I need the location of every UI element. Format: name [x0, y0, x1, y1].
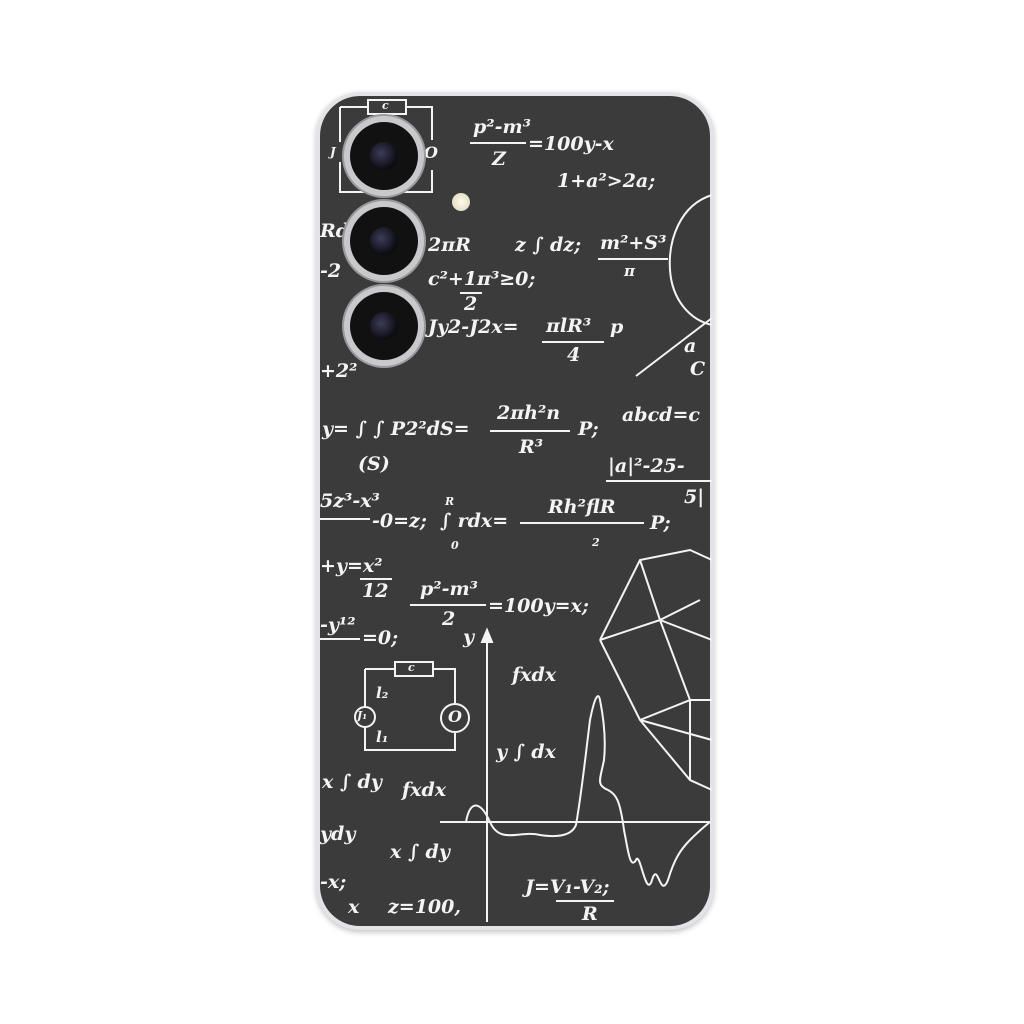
formula-text: y — [463, 626, 475, 648]
formula-text: 2 — [442, 608, 456, 630]
camera-lens-1 — [344, 116, 424, 196]
formula-text: +y=x² — [320, 555, 383, 577]
formula-text: 4 — [567, 344, 581, 366]
formula-text: x — [348, 896, 360, 918]
waveform-curve — [465, 695, 711, 887]
formula-text: 0 — [451, 539, 459, 552]
formula-text: Jy2-J2x= — [428, 316, 519, 338]
polyhedron-drawing — [599, 548, 713, 791]
fraction-bar — [460, 292, 482, 294]
circuit-label: J — [330, 145, 336, 159]
y-axis-arrow — [480, 627, 494, 643]
formula-text: P; — [650, 512, 671, 534]
formula-text: 1+a²>2a; — [557, 170, 656, 192]
formula-text: πlR³ — [546, 315, 592, 337]
formula-text: z ∫ dz; — [515, 234, 582, 256]
formula-text: -x; — [320, 871, 347, 893]
circuit-label: c — [382, 99, 389, 112]
circuit-diagram-top — [339, 99, 433, 193]
formula-text: 2 — [592, 536, 600, 549]
formula-text: R — [582, 903, 598, 925]
formula-text: fxdx — [512, 664, 557, 686]
camera-lens-2 — [344, 201, 424, 281]
formula-text: fxdx — [402, 779, 447, 801]
fraction-bar — [556, 900, 614, 902]
formula-text: π — [624, 262, 635, 280]
formula-text: =100y=x; — [488, 595, 589, 617]
formula-text: +2² — [320, 360, 358, 382]
circuit-label: c — [408, 661, 415, 674]
formula-text: ∫ rdx= — [440, 510, 509, 532]
circuit-label: l₁ — [376, 728, 389, 746]
formula-text: 2πh²n — [497, 402, 561, 424]
circuit-label: O — [448, 707, 462, 726]
fraction-bar — [520, 522, 644, 524]
formula-text: 5z³-x³ — [320, 490, 380, 512]
camera-lens-3 — [344, 286, 424, 366]
circuit-diagram — [354, 661, 470, 751]
circuit-label: l₂ — [376, 684, 389, 702]
formula-text: Rh²flR — [548, 496, 616, 518]
fraction-bar — [542, 341, 604, 343]
fraction-bar — [320, 638, 360, 640]
formula-text: Rd — [320, 220, 350, 242]
formula-text: ydy — [320, 823, 356, 845]
formula-text: 5| — [684, 486, 705, 508]
formula-text: z=100, — [388, 896, 461, 918]
fraction-bar — [360, 578, 392, 580]
formula-text: p²-m³ — [420, 578, 478, 600]
fraction-bar — [410, 604, 486, 606]
diagonal-line — [635, 317, 713, 377]
formula-text: =100y-x — [528, 133, 614, 155]
formula-text: 2 — [464, 293, 478, 315]
formula-text: -0=z; — [372, 510, 427, 532]
formula-text: =0; — [362, 627, 399, 649]
formula-text: |a|²-25- — [608, 455, 685, 477]
fraction-bar — [470, 142, 526, 144]
circuit-label: J₁ — [357, 709, 368, 722]
formula-text: x ∫ dy — [322, 771, 382, 793]
formula-text: R — [445, 495, 455, 508]
formula-text: 12 — [362, 580, 389, 602]
formula-text: m²+S³ — [600, 232, 667, 254]
formula-text: J=V₁-V₂; — [525, 876, 610, 898]
circuit-label: O — [424, 143, 438, 162]
formula-text: p — [610, 316, 624, 338]
formula-text: p²-m³ — [473, 116, 531, 138]
formula-text: R³ — [519, 436, 544, 458]
formula-text: (S) — [358, 453, 390, 475]
formula-text: abcd=c — [622, 404, 700, 426]
fraction-bar — [606, 480, 712, 482]
fraction-bar — [598, 258, 668, 260]
formula-text: -2 — [320, 260, 342, 282]
formula-text: y= ∫ ∫ P2²dS= — [322, 418, 470, 440]
formula-text: 2πR — [428, 234, 471, 256]
formula-text: a — [684, 335, 697, 357]
formula-text: y ∫ dx — [496, 741, 556, 763]
formula-text: x ∫ dy — [390, 841, 450, 863]
formula-text: -y¹² — [320, 614, 356, 636]
formula-text: C — [690, 358, 706, 380]
fraction-bar — [490, 430, 570, 432]
formula-text: c²+1π³≥0; — [428, 268, 536, 290]
circle-arc-drawing — [668, 194, 713, 326]
camera-flash — [452, 193, 470, 211]
formula-text: Z — [492, 148, 506, 170]
fraction-bar — [320, 518, 370, 520]
formula-text: P; — [578, 418, 599, 440]
